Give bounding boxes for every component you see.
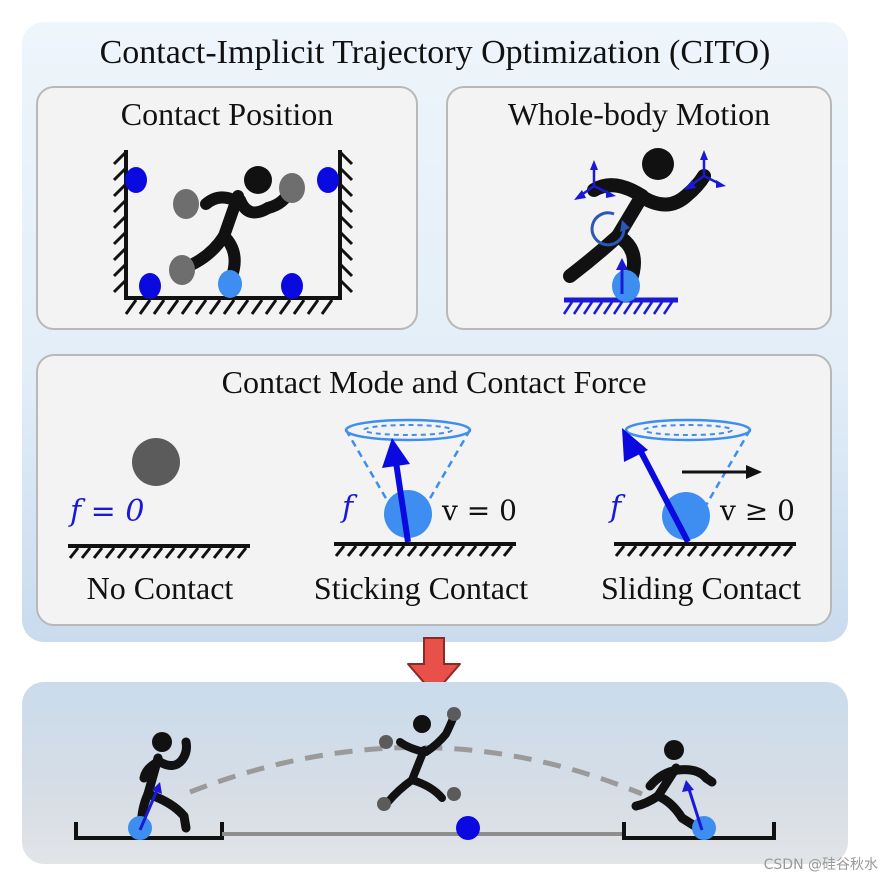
sticking-contact-caption: Sticking Contact	[313, 570, 529, 606]
sliding-contact-illustration	[614, 418, 796, 557]
contact-mode-title: Contact Mode and Contact Force	[221, 364, 647, 400]
sticking-velocity-label: v = 0	[442, 494, 517, 527]
sliding-contact-caption: Sliding Contact	[601, 570, 801, 606]
whole-body-motion-title: Whole-body Motion	[507, 96, 771, 132]
sliding-velocity-label: v ≥ 0	[720, 494, 795, 527]
contact-position-title: Contact Position	[120, 96, 334, 132]
watermark: CSDN @硅谷秋水	[763, 857, 878, 873]
main-title: Contact-Implicit Trajectory Optimization…	[99, 34, 771, 71]
contact-mode-card	[36, 354, 832, 626]
trajectory-illustration	[74, 707, 776, 840]
sliding-force-label: f	[610, 490, 622, 525]
no-contact-force-label: f = 0	[70, 494, 145, 529]
no-contact-caption: No Contact	[86, 570, 234, 606]
sticking-contact-illustration	[334, 418, 516, 557]
down-arrow-icon	[407, 637, 461, 695]
whole-body-motion-illustration	[562, 148, 726, 315]
no-contact-illustration	[68, 438, 250, 559]
sticking-force-label: f	[342, 490, 354, 525]
contact-position-illustration	[112, 150, 354, 315]
